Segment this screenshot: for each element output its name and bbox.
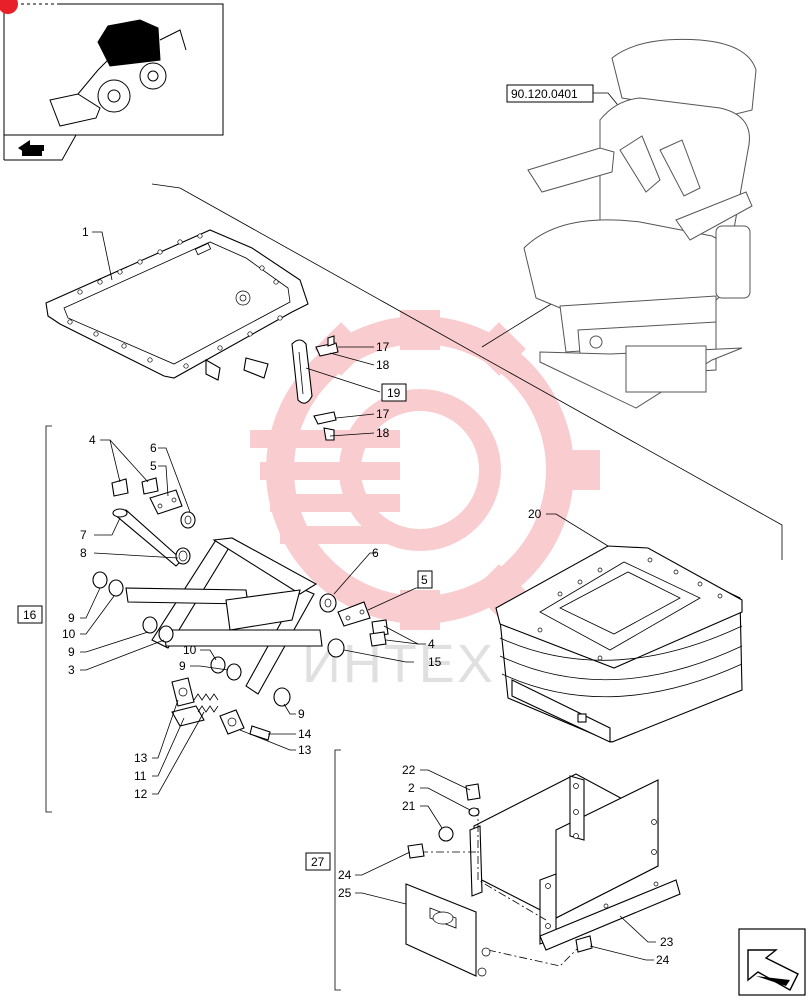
callout-21: 21 — [402, 799, 416, 813]
reference-label: 90.120.0401 — [511, 87, 578, 101]
callout-numbers: 1 17 18 17 18 4 6 5 7 8 9 10 9 3 10 9 9 … — [62, 225, 674, 967]
callout-6-left: 6 — [150, 441, 157, 455]
complete-seat — [523, 38, 757, 409]
next-page-arrow-button[interactable] — [738, 928, 806, 996]
svg-text:5: 5 — [421, 573, 428, 587]
seat-strap — [291, 335, 339, 441]
callout-9-d: 9 — [298, 707, 305, 721]
callout-12: 12 — [134, 787, 148, 801]
thumbnail-badge — [0, 0, 18, 14]
svg-text:27: 27 — [311, 855, 325, 869]
callout-10-b: 10 — [183, 643, 197, 657]
callout-25: 25 — [338, 886, 352, 900]
clip-17-lower — [313, 411, 337, 425]
seat-leader-line — [481, 300, 557, 348]
boxed-label-27: 27 — [305, 852, 331, 871]
callout-24-left: 24 — [338, 868, 352, 882]
leader-lines — [80, 231, 656, 961]
callout-11: 11 — [134, 769, 147, 783]
boxed-label-5: 5 — [417, 570, 433, 589]
callout-2: 2 — [408, 781, 415, 795]
callout-10-a: 10 — [62, 627, 76, 641]
thumbnail-panel — [0, 0, 224, 161]
view-arrow-icon — [18, 140, 44, 156]
seat-base-plate — [45, 229, 309, 381]
callout-1: 1 — [82, 225, 89, 239]
svg-text:19: 19 — [387, 386, 401, 400]
group-27-bracket — [334, 749, 341, 991]
assembly-guide-line — [151, 183, 783, 560]
callout-18-upper: 18 — [376, 358, 390, 372]
boxed-label-16: 16 — [17, 605, 43, 624]
suspension-bellows — [495, 545, 743, 743]
callout-9-a: 9 — [68, 611, 75, 625]
callout-15: 15 — [428, 655, 442, 669]
callout-13-left: 13 — [134, 751, 148, 765]
screw-18-lower — [323, 427, 335, 441]
callout-14: 14 — [298, 727, 312, 741]
callout-4-right: 4 — [428, 637, 435, 651]
callout-23: 23 — [660, 935, 674, 949]
callout-18-lower: 18 — [376, 426, 390, 440]
seat-base-box — [405, 773, 681, 977]
callout-17-upper: 17 — [376, 340, 390, 354]
callout-9-b: 9 — [68, 645, 75, 659]
callout-22: 22 — [402, 763, 416, 777]
callout-24-right: 24 — [656, 953, 670, 967]
callout-13-right: 13 — [298, 743, 312, 757]
reference-box: 90.120.0401 — [506, 84, 627, 116]
callout-7: 7 — [80, 528, 87, 542]
callout-6-right: 6 — [372, 546, 379, 560]
suspension-mechanism — [92, 477, 389, 741]
callout-20: 20 — [528, 507, 542, 521]
callout-4-left: 4 — [89, 433, 96, 447]
group-16-bracket — [45, 425, 52, 813]
screw-17-upper — [327, 335, 335, 347]
machine-illustration — [49, 19, 187, 127]
callout-17-lower: 17 — [376, 407, 390, 421]
callout-9-c: 9 — [179, 659, 186, 673]
svg-text:16: 16 — [23, 608, 37, 622]
callout-8: 8 — [80, 546, 87, 560]
callout-5-left: 5 — [150, 459, 157, 473]
callout-3: 3 — [68, 663, 75, 677]
boxed-label-19: 19 — [381, 383, 407, 402]
